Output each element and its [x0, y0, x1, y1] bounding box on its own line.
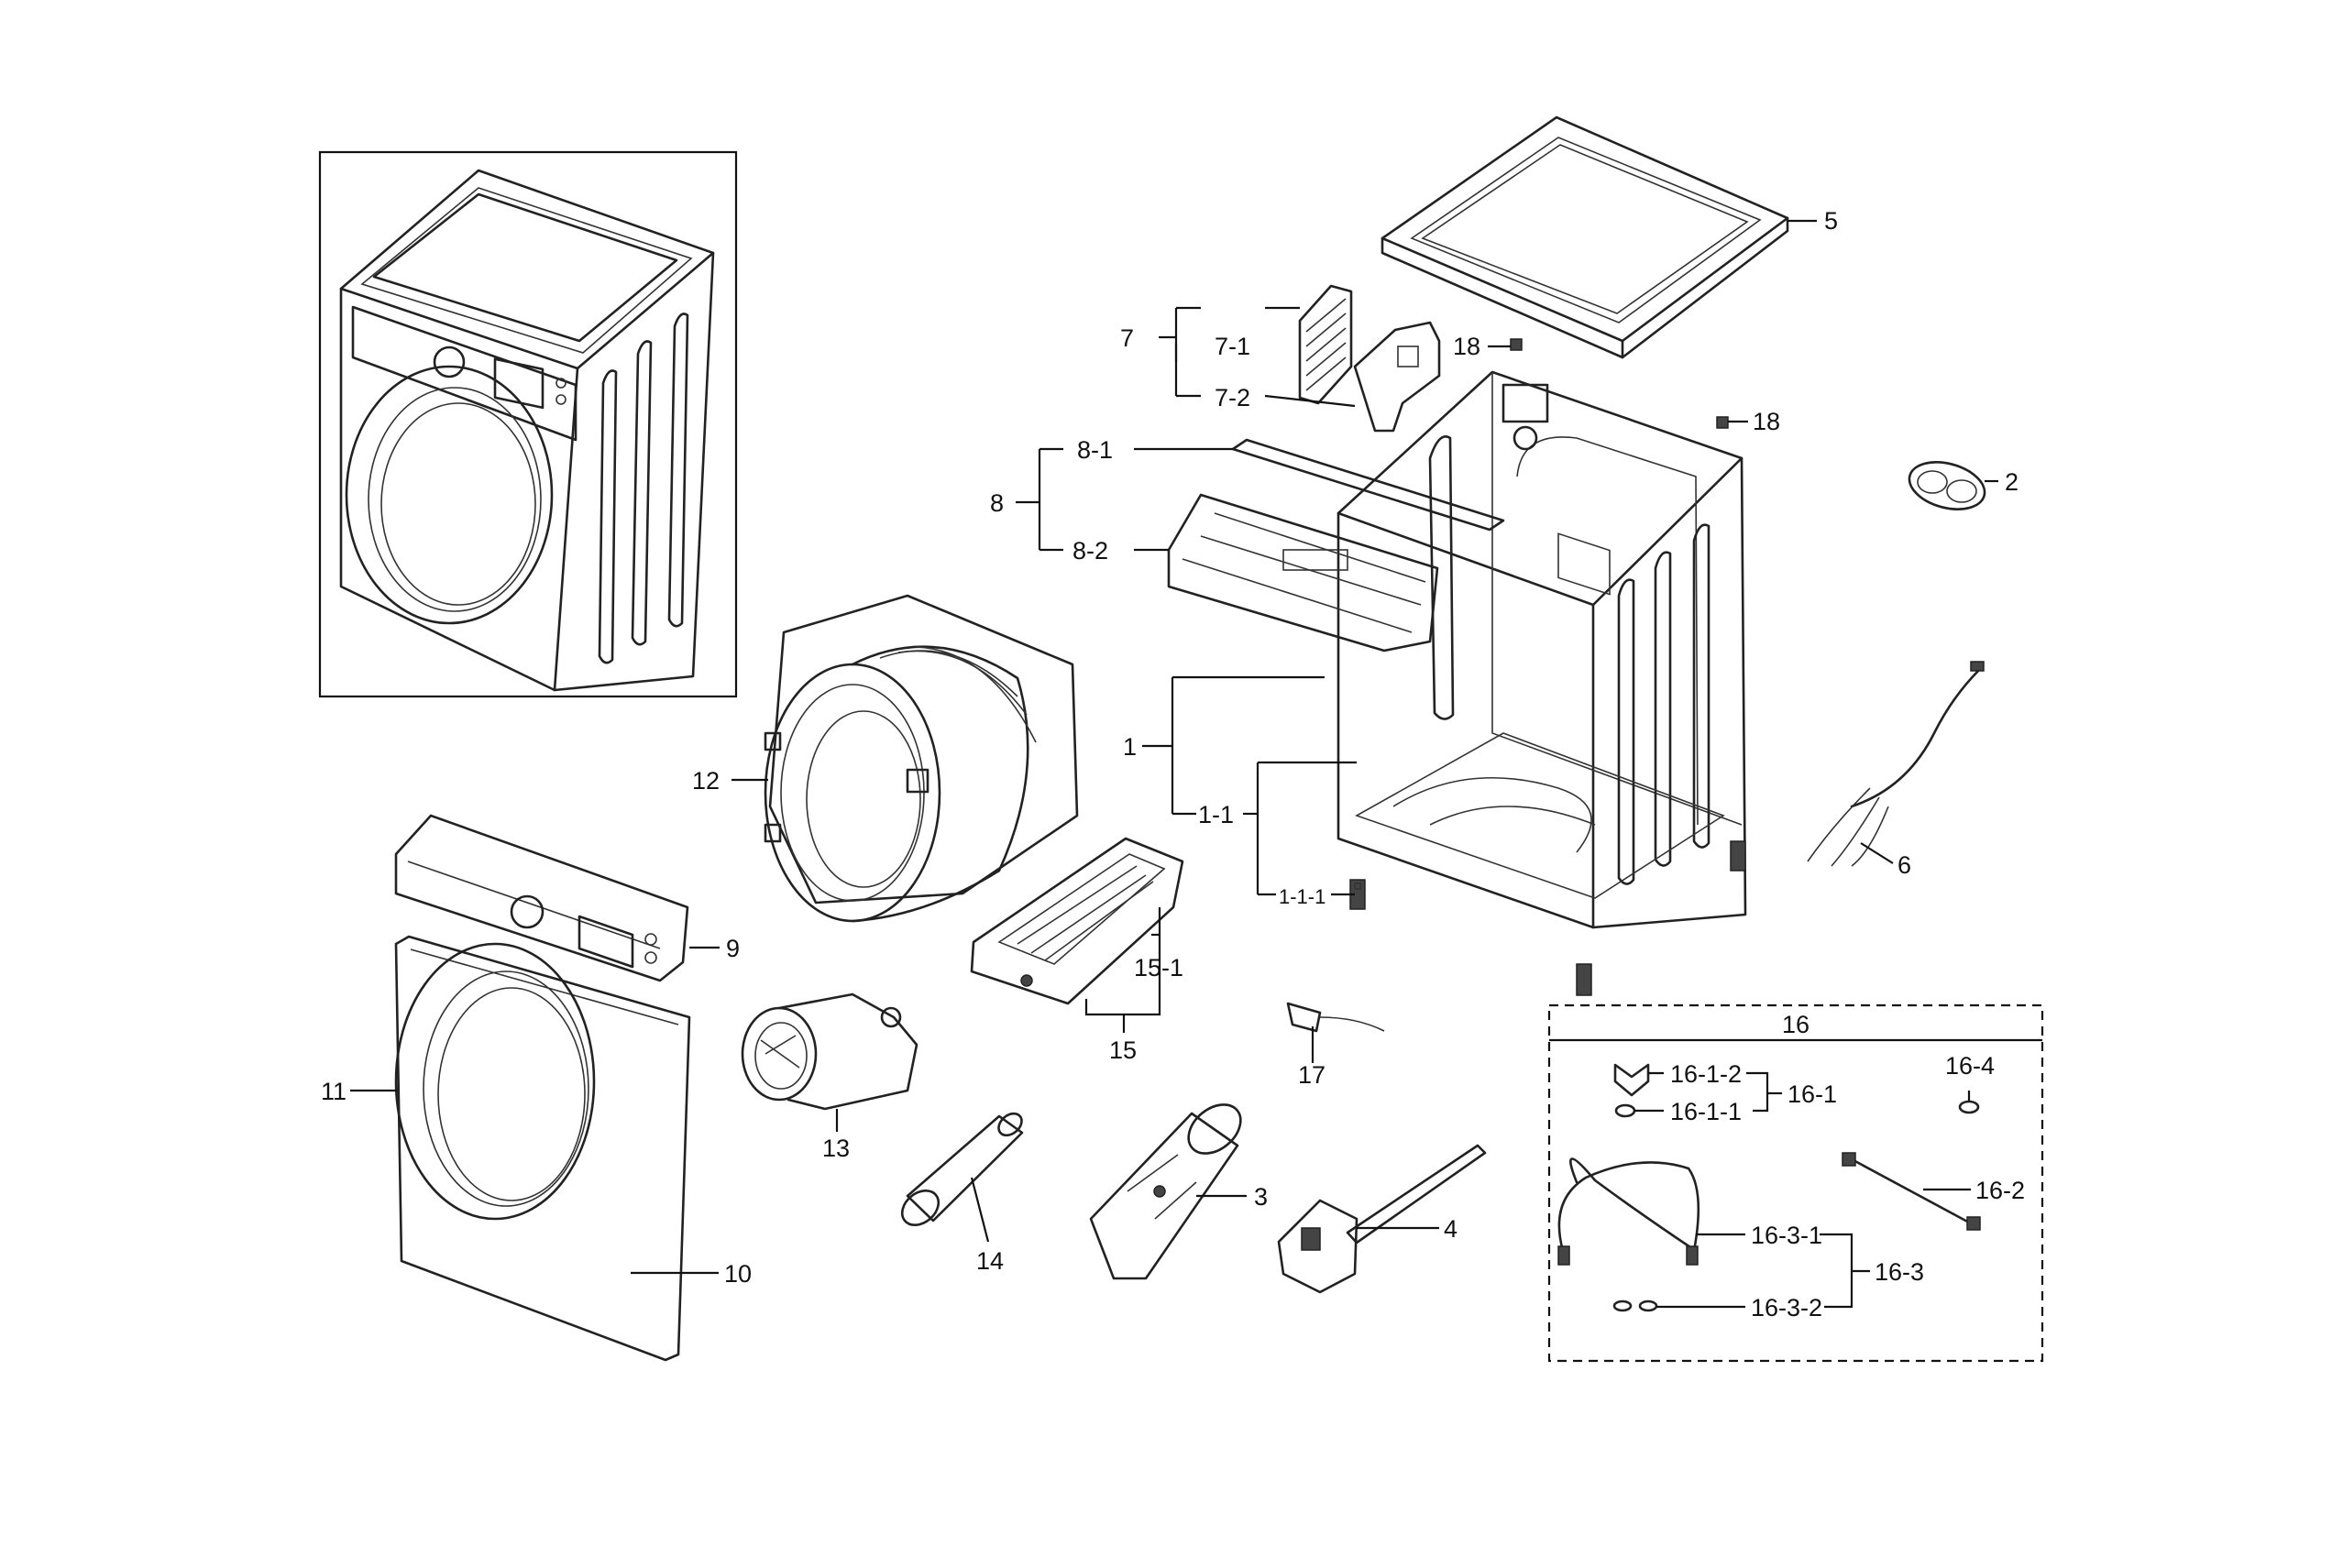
part-screw-18: [1510, 338, 1729, 429]
label-1-1-1: 1-1-1: [1279, 885, 1326, 908]
label-7-2: 7-2: [1215, 384, 1250, 411]
label-8: 8: [990, 489, 1004, 517]
part-front-panel: [394, 935, 691, 1362]
label-16-3-1: 16-3-1: [1751, 1222, 1822, 1249]
part-sensor: [1286, 1002, 1385, 1033]
assembled-dryer-inset: [318, 150, 738, 698]
label-16: 16: [1782, 1011, 1810, 1038]
label-15-1: 15-1: [1134, 954, 1183, 981]
label-7-1: 7-1: [1215, 333, 1250, 360]
leader-lines: [350, 219, 1998, 1309]
part-vent-cover: [1908, 461, 1986, 510]
part-cabinet: [1336, 370, 1747, 996]
inset-cabinet-outline: [339, 169, 715, 692]
part-wire-harness: [1807, 661, 1985, 867]
label-4: 4: [1444, 1215, 1458, 1243]
part-top-panel: [1380, 115, 1789, 359]
inset-frame: [318, 150, 738, 698]
label-7: 7: [1120, 324, 1134, 352]
label-18-right: 18: [1753, 408, 1780, 435]
part-blower-motor: [741, 992, 918, 1111]
label-18-top: 18: [1453, 333, 1480, 360]
label-10: 10: [724, 1260, 752, 1288]
label-14: 14: [976, 1247, 1004, 1275]
label-8-2: 8-2: [1072, 537, 1108, 565]
label-6: 6: [1898, 851, 1911, 879]
part-exhaust-duct: [900, 1112, 1024, 1227]
label-16-3-2: 16-3-2: [1751, 1294, 1822, 1321]
part-duct-assembly: [1167, 438, 1505, 652]
part-filter-housing: [1298, 284, 1441, 433]
label-1: 1: [1123, 733, 1137, 761]
label-13: 13: [822, 1135, 850, 1162]
label-3: 3: [1254, 1183, 1268, 1211]
label-16-3: 16-3: [1875, 1258, 1924, 1286]
part-lint-filter: [970, 837, 1184, 1005]
cabinet-foot: [1349, 840, 1746, 996]
part-gas-valve: [1277, 1144, 1487, 1294]
label-12: 12: [692, 767, 720, 795]
label-8-1: 8-1: [1077, 436, 1113, 464]
label-17: 17: [1298, 1061, 1326, 1089]
label-16-4: 16-4: [1945, 1052, 1995, 1080]
part-heater: [1089, 1103, 1242, 1280]
label-16-1-1: 16-1-1: [1670, 1098, 1742, 1125]
label-9: 9: [726, 935, 740, 962]
label-1-1: 1-1: [1198, 801, 1234, 828]
part-labels: 5 18 18 7-1 7 7-2 8-1 8 8-2 2 1 1-1 1-1-…: [321, 207, 2025, 1321]
label-11: 11: [321, 1078, 346, 1105]
label-15: 15: [1109, 1036, 1137, 1064]
inset-dial-knob: [433, 345, 466, 378]
label-16-1: 16-1: [1788, 1080, 1837, 1108]
part-drum: [764, 594, 1079, 923]
part-control-panel: [394, 814, 689, 982]
part-kit-16: [1547, 1003, 2044, 1363]
inset-door: [345, 365, 554, 625]
kit-box-dashed: [1547, 1003, 2044, 1363]
label-16-1-2: 16-1-2: [1670, 1060, 1742, 1088]
label-2: 2: [2005, 468, 2018, 496]
label-16-2: 16-2: [1975, 1177, 2025, 1204]
label-5: 5: [1824, 207, 1838, 235]
